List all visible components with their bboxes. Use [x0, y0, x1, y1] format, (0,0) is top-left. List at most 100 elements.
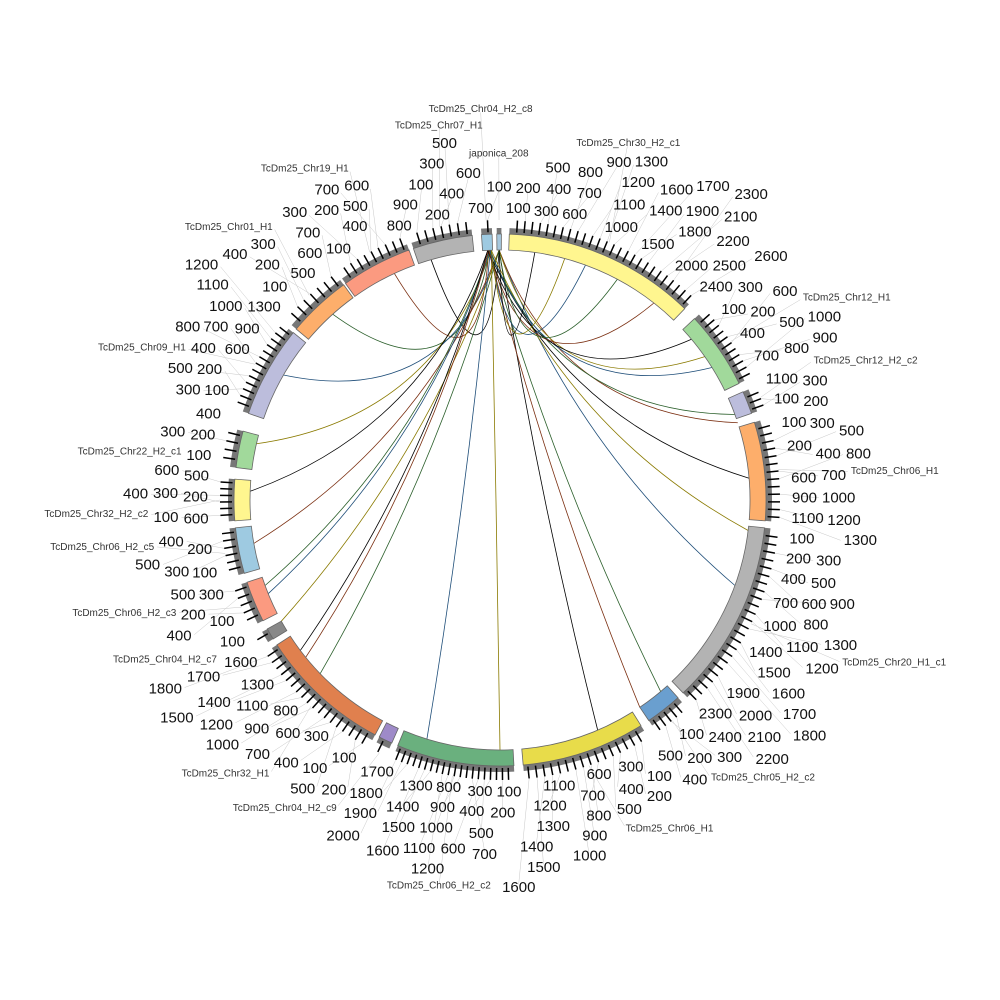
tick-mark — [673, 703, 683, 714]
tick-mark — [741, 615, 753, 623]
tick-label: 1100 — [786, 639, 818, 656]
segment-label: TcDm25_Chr06_H1 — [626, 823, 714, 834]
segment-tcdm25-chr19-h1[interactable]: 100200300400500600700800900TcDm25_Chr19_… — [261, 163, 418, 298]
segment-japonica-208[interactable]: japonica_208 — [468, 149, 529, 251]
link-chord — [488, 250, 641, 708]
segment-tcdm25-chr06-h1[interactable]: 1002003004005006007008009001000110012001… — [502, 711, 714, 896]
tick-mark — [549, 763, 554, 776]
leader-line — [181, 515, 221, 518]
tick-mark — [440, 226, 445, 239]
leader-line — [440, 196, 453, 227]
leader-line — [383, 767, 419, 849]
leader-line — [547, 170, 558, 225]
link-chord — [490, 249, 749, 531]
tick-mark — [634, 730, 643, 742]
tick-mark — [566, 228, 572, 241]
tick-label: 400 — [781, 571, 806, 588]
tick-label: 2000 — [326, 827, 359, 844]
segment-label: TcDm25_Chr32_H2_c2 — [44, 509, 148, 520]
tick-label: 500 — [811, 575, 836, 592]
leader-line — [184, 656, 268, 688]
tick-mark — [459, 765, 463, 778]
tick-mark — [761, 557, 774, 562]
link-chord — [281, 249, 500, 622]
tick-mark — [687, 690, 697, 701]
tick-label: 300 — [467, 783, 492, 800]
leader-line — [188, 432, 227, 441]
tick-label: 900 — [812, 329, 837, 346]
segment-label: japonica_208 — [468, 149, 529, 160]
tick-label: 300 — [153, 485, 178, 502]
tick-label: 100 — [153, 509, 178, 526]
tick-mark — [712, 661, 724, 671]
leader-line — [270, 697, 302, 705]
tick-label: 600 — [772, 283, 797, 300]
tick-label: 800 — [273, 703, 298, 720]
leader-line — [195, 674, 282, 717]
tick-mark — [224, 448, 237, 452]
tick-label: 1600 — [660, 181, 693, 198]
segment-tcdm25-chr32-h1[interactable]: 1002003004005006007008009001000110012001… — [149, 635, 384, 798]
tick-mark — [477, 767, 480, 780]
segment-axis-band — [376, 737, 392, 749]
leader-line — [563, 196, 589, 228]
tick-label: 1700 — [360, 764, 393, 781]
tick-label: 1000 — [605, 219, 638, 236]
tick-mark — [456, 223, 461, 236]
tick-mark — [222, 538, 236, 542]
leader-line — [614, 213, 648, 245]
tick-label: 500 — [184, 467, 209, 484]
tick-label: 500 — [469, 825, 494, 842]
tick-label: 1500 — [641, 236, 674, 253]
tick-mark — [717, 655, 729, 664]
tick-label: 300 — [618, 758, 643, 775]
tick-mark — [329, 712, 338, 724]
tick-mark — [622, 250, 629, 263]
tick-label: 200 — [314, 202, 339, 219]
tick-mark — [564, 759, 569, 772]
segment-label: TcDm25_Chr20_H1_c1 — [842, 657, 946, 668]
tick-mark — [220, 513, 233, 517]
segment-axis-band — [241, 582, 263, 624]
tick-mark — [628, 734, 636, 746]
tick-mark — [545, 224, 549, 237]
tick-label: 100 — [721, 301, 746, 318]
tick-mark — [652, 719, 661, 731]
tick-mark — [763, 447, 776, 452]
segment-axis-band — [481, 228, 493, 235]
segment-tcdm25-chr30-h2-c1[interactable]: 1002003004005006007008009001000110012001… — [506, 138, 788, 321]
tick-label: 100 — [647, 768, 672, 785]
tick-label: 1400 — [386, 798, 419, 815]
tick-label: 400 — [439, 185, 464, 202]
leader-line — [308, 214, 358, 260]
tick-mark — [349, 262, 358, 274]
tick-mark — [749, 397, 762, 404]
tick-mark — [600, 747, 607, 760]
tick-mark — [259, 356, 271, 364]
tick-mark — [713, 330, 724, 339]
tick-mark — [348, 725, 356, 737]
tick-mark — [279, 326, 290, 336]
tick-mark — [676, 289, 686, 300]
tick-mark — [552, 225, 557, 238]
leader-line — [188, 349, 256, 365]
leader-line — [752, 621, 803, 668]
tick-label: 700 — [295, 224, 320, 241]
tick-label: 200 — [750, 304, 775, 321]
